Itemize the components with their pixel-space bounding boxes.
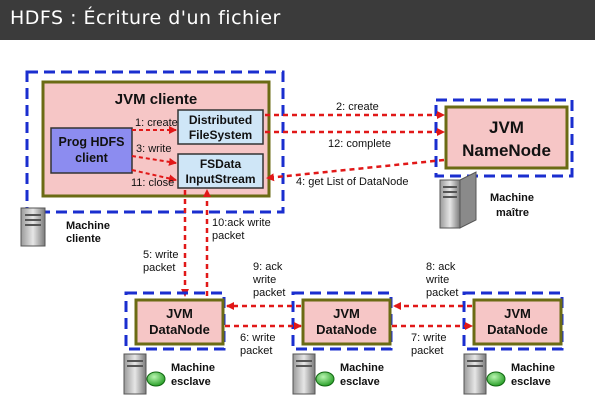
- datanode-2-label-2: DataNode: [316, 322, 377, 337]
- namenode-server-icon: [439, 171, 477, 229]
- step-7-label-2: packet: [411, 345, 443, 357]
- arrow-4-get-datanodes: [266, 158, 445, 182]
- client-machine-label-1: Machine: [66, 220, 110, 232]
- step-9-label-3: packet: [253, 287, 285, 299]
- step-8-label-1: 8: ack: [426, 261, 456, 273]
- hdfs-write-diagram: JVM cliente Prog HDFS client Distributed…: [20, 70, 574, 395]
- jvm-client-label: JVM cliente: [115, 91, 198, 108]
- datanode-1-server-icon: [123, 353, 166, 395]
- step-12-label: 12: complete: [328, 138, 391, 150]
- client-machine-label-2: cliente: [66, 233, 101, 245]
- datanode-1-box: [134, 298, 225, 346]
- step-8-label-2: write: [425, 274, 449, 286]
- namenode-label-2: NameNode: [462, 141, 551, 160]
- datanode-2-box: [301, 298, 392, 346]
- datanode-2-machine-label-1: Machine: [340, 362, 384, 374]
- prog-hdfs-client-box: [50, 127, 133, 174]
- step-7-label-1: 7: write: [411, 332, 446, 344]
- client-server-icon: [20, 207, 46, 247]
- step-1-label: 1: create: [135, 117, 178, 129]
- step-10-label-2: packet: [212, 230, 244, 242]
- step-6-label-2: packet: [240, 345, 272, 357]
- namenode-label-1: JVM: [489, 118, 524, 137]
- datanode-1-label-2: DataNode: [149, 322, 210, 337]
- step-3-label: 3: write: [136, 143, 171, 155]
- step-11-label: 11: close: [131, 177, 174, 189]
- datanode-1-label-1: JVM: [166, 306, 193, 321]
- step-9-label-2: write: [252, 274, 276, 286]
- arrow-11-close: [131, 169, 177, 183]
- prog-hdfs-label-2: client: [75, 151, 108, 165]
- distributed-filesystem-box: [177, 109, 264, 145]
- step-10-label-1: 10:ack write: [212, 217, 271, 229]
- client-machine-frame: [25, 70, 285, 214]
- datanode-1-machine-label-1: Machine: [171, 362, 215, 374]
- arrow-3-write: [131, 155, 177, 166]
- namenode-machine-label-1: Machine: [490, 192, 534, 204]
- namenode-machine-label-2: maître: [496, 207, 529, 219]
- slide-title: HDFS : Écriture d'un fichier: [10, 7, 281, 29]
- step-6-label-1: 6: write: [240, 332, 275, 344]
- fsdata-label-2: InputStream: [185, 172, 255, 186]
- datanode-1-machine-label-2: esclave: [171, 376, 211, 388]
- step-4-label: 4: get List of DataNode: [296, 176, 409, 188]
- datanode-2-label-1: JVM: [333, 306, 360, 321]
- namenode-machine-frame: [434, 98, 574, 178]
- step-9-label-1: 9: ack: [253, 261, 283, 273]
- prog-hdfs-label-1: Prog HDFS: [59, 135, 125, 149]
- slide-header: HDFS : Écriture d'un fichier: [0, 0, 595, 40]
- datanode-3-machine-label-1: Machine: [511, 362, 555, 374]
- fsdata-label-1: FSData: [200, 157, 242, 171]
- datanode-2-machine-label-2: esclave: [340, 376, 380, 388]
- step-5-label-2: packet: [143, 262, 175, 274]
- step-5-label-1: 5: write: [143, 249, 178, 261]
- datanode-3-machine-label-2: esclave: [511, 376, 551, 388]
- datanode-3-label-2: DataNode: [487, 322, 548, 337]
- datanode-3-label-1: JVM: [504, 306, 531, 321]
- step-2-label: 2: create: [336, 101, 379, 113]
- namenode-box: [444, 105, 569, 170]
- fsdata-inputstream-box: [177, 153, 264, 189]
- datanode-3-box: [472, 298, 563, 346]
- datanode-3-server-icon: [463, 353, 506, 395]
- datanode-2-server-icon: [292, 353, 335, 395]
- step-8-label-3: packet: [426, 287, 458, 299]
- dfs-label-2: FileSystem: [189, 128, 252, 142]
- dfs-label-1: Distributed: [189, 113, 252, 127]
